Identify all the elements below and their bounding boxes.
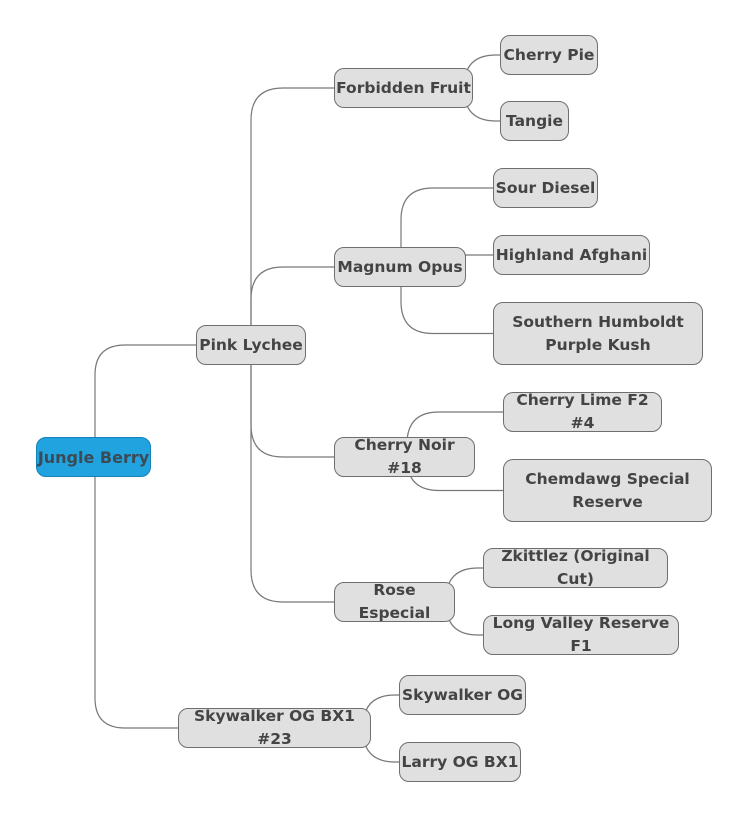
node-skywalker-og-bx1-23[interactable]: Skywalker OG BX1 #23 bbox=[178, 707, 371, 748]
node-southern-humboldt-purple-kush[interactable]: Southern Humboldt Purple Kush bbox=[493, 302, 703, 365]
connector-sour bbox=[400, 187, 493, 267]
node-forbidden-fruit[interactable]: Forbidden Fruit bbox=[334, 68, 473, 108]
connector-shpk bbox=[400, 267, 493, 335]
node-larry-og-bx1[interactable]: Larry OG BX1 bbox=[399, 742, 521, 782]
connector-pink bbox=[94, 344, 196, 457]
connector-skyog23 bbox=[94, 457, 178, 729]
node-pink-lychee[interactable]: Pink Lychee bbox=[196, 325, 306, 365]
connector-magnum bbox=[250, 266, 334, 345]
node-cherry-pie[interactable]: Cherry Pie bbox=[500, 35, 598, 75]
node-jungle-berry[interactable]: Jungle Berry bbox=[36, 437, 151, 477]
node-highland-afghani[interactable]: Highland Afghani bbox=[493, 235, 650, 275]
node-magnum-opus[interactable]: Magnum Opus bbox=[334, 247, 466, 287]
node-cherry-noir-18[interactable]: Cherry Noir #18 bbox=[334, 436, 475, 477]
node-zkittlez-original-cut[interactable]: Zkittlez (Original Cut) bbox=[483, 547, 668, 588]
node-chemdawg-special-reserve[interactable]: Chemdawg Special Reserve bbox=[503, 459, 712, 522]
node-cherry-lime-f2-4[interactable]: Cherry Lime F2 #4 bbox=[503, 391, 662, 432]
connector-rose bbox=[250, 345, 334, 603]
connector-forbidden bbox=[250, 87, 334, 345]
node-sour-diesel[interactable]: Sour Diesel bbox=[493, 168, 598, 208]
node-long-valley-reserve-f1[interactable]: Long Valley Reserve F1 bbox=[483, 614, 679, 655]
node-rose-especial[interactable]: Rose Especial bbox=[334, 581, 455, 622]
node-skywalker-og[interactable]: Skywalker OG bbox=[399, 675, 526, 715]
node-tangie[interactable]: Tangie bbox=[500, 101, 569, 141]
